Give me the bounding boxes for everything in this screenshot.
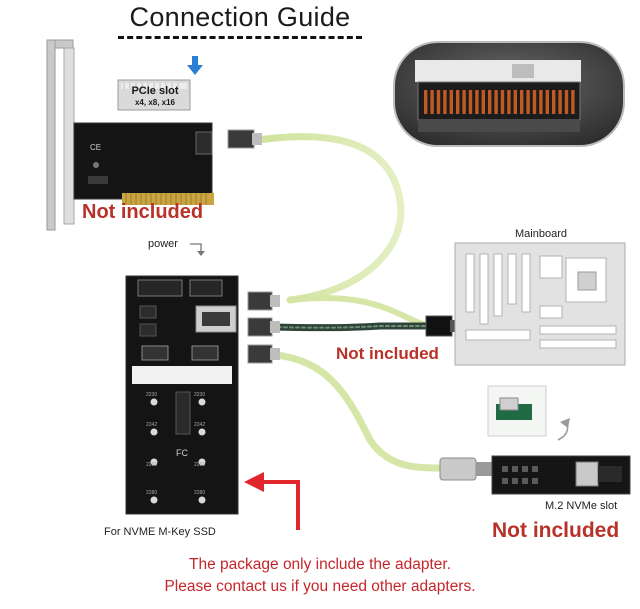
svg-text:2280: 2280 [146, 490, 157, 496]
page-title: Connection Guide [129, 2, 351, 32]
connector-pin [539, 90, 543, 114]
connector-pin [507, 90, 511, 114]
not-included-label-m2: Not included [492, 519, 620, 542]
connector-pin [526, 90, 530, 114]
pcie-card: CE [46, 39, 214, 231]
ssd-label: For NVME M-Key SSD [104, 526, 216, 538]
connector-pin [462, 90, 466, 114]
m2-card [491, 455, 631, 495]
title-underline [118, 36, 362, 39]
connector-pin [513, 90, 517, 114]
svg-text:CE: CE [90, 143, 101, 152]
connector-pin [449, 90, 453, 114]
svg-text:2260: 2260 [146, 462, 157, 468]
pcie-slot-tag [117, 79, 191, 111]
connector-pin [488, 90, 492, 114]
connector-pin [456, 90, 460, 114]
adapter-board: FC 2230 2230 2242 2242 2260 2260 2280 2280 [125, 275, 239, 515]
connector-pin [468, 90, 473, 114]
connector-zoom-view [393, 41, 625, 147]
svg-text:2242: 2242 [194, 422, 205, 428]
connector-pin [481, 90, 485, 114]
mainboard [454, 242, 626, 366]
insert-down-arrow-icon [187, 56, 203, 75]
not-included-label-cable: Not included [336, 344, 439, 363]
connector-pin [436, 90, 441, 114]
m2-cable-plug [439, 457, 492, 481]
connector-pin [500, 90, 505, 114]
connector-pin [571, 90, 575, 114]
mainboard-label: Mainboard [515, 228, 567, 240]
connector-pin [520, 90, 524, 114]
svg-text:2260: 2260 [194, 462, 205, 468]
not-included-label-pcie: Not included [82, 201, 204, 223]
cable-connectors-adapter [247, 291, 280, 364]
svg-text:2230: 2230 [194, 392, 205, 398]
m2-slot-photo [487, 385, 570, 441]
connector-pin [545, 90, 549, 114]
svg-text:2242: 2242 [146, 422, 157, 428]
m2-slot-label: M.2 NVMe slot [545, 500, 618, 512]
note-line-1: The package only include the adapter. [189, 556, 451, 573]
connector-pin [552, 90, 556, 114]
connector-pin [494, 90, 498, 114]
connector-pin [532, 90, 537, 114]
green-cables [254, 133, 454, 472]
svg-text:FC: FC [176, 448, 188, 458]
connector-pin [564, 90, 569, 114]
install-arrow-icon [244, 472, 300, 530]
power-label: power [148, 238, 178, 250]
pcie-slot-label: PCIe slot x4, x8, x16 [124, 86, 186, 108]
svg-text:2280: 2280 [194, 490, 205, 496]
connector-pin [558, 90, 562, 114]
power-arrow-icon [190, 243, 205, 256]
pcie-slot-lanes: x4, x8, x16 [134, 98, 176, 107]
connector-pin [424, 90, 428, 114]
connector-pin [443, 90, 447, 114]
pcie-slot-title: PCIe slot [131, 85, 179, 97]
svg-text:2230: 2230 [146, 392, 157, 398]
note-line-2: Please contact us if you need other adap… [164, 578, 476, 595]
cable-connector-top [227, 129, 262, 149]
connector-pin [430, 90, 434, 114]
connector-pin [475, 90, 479, 114]
